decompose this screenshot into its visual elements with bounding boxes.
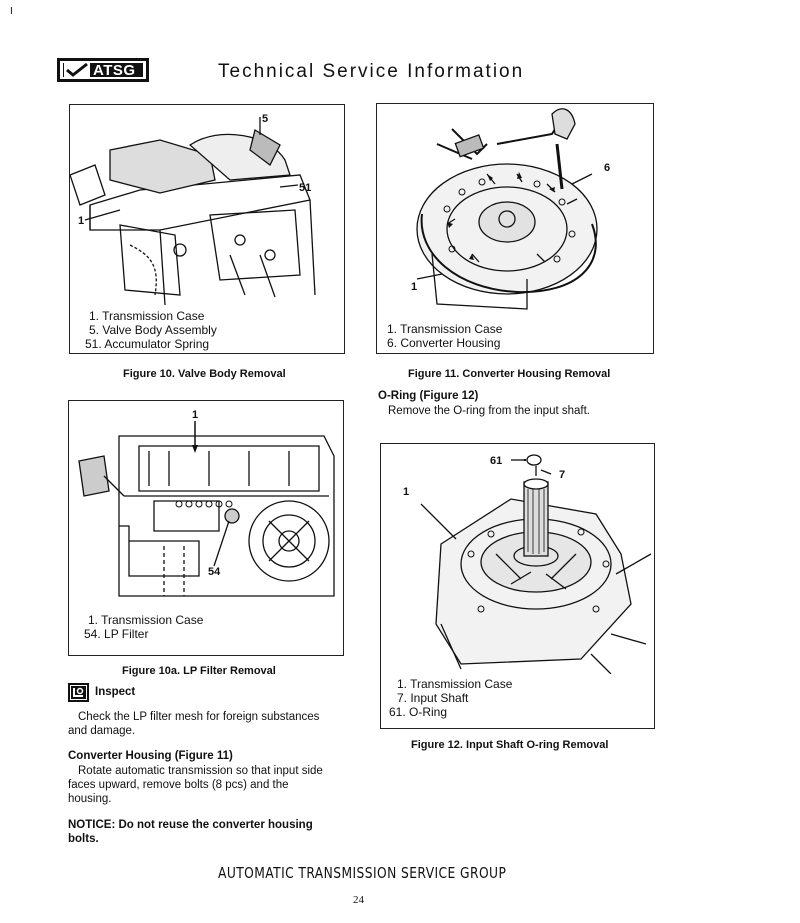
- callout-5: 5: [262, 113, 269, 125]
- legend-item: 1. Transmission Case: [88, 613, 204, 627]
- legend-item: 1. Transmission Case: [387, 322, 503, 336]
- inspect-heading: Inspect: [95, 686, 136, 698]
- notice-line: bolts.: [68, 833, 99, 845]
- legend-item: 54. LP Filter: [84, 627, 149, 641]
- notice-text: NOTICE: Do not reuse the converter housi…: [68, 818, 313, 846]
- input-shaft-illustration: [420, 454, 652, 674]
- oring-heading: O-Ring (Figure 12): [378, 390, 479, 402]
- checkmark-icon: [64, 62, 90, 77]
- inspect-line: and damage.: [68, 725, 136, 737]
- legend-item: 5. Valve Body Assembly: [89, 323, 217, 337]
- lp-filter-illustration: [78, 421, 335, 597]
- figure-10-caption: Figure 10. Valve Body Removal: [123, 368, 286, 380]
- callout-6: 6: [604, 162, 611, 174]
- figure-10a-caption: Figure 10a. LP Filter Removal: [122, 665, 276, 677]
- logo-text: ATSG: [93, 61, 136, 79]
- figure-12-caption: Figure 12. Input Shaft O-ring Removal: [411, 739, 609, 751]
- figure-10-legend: 1. Transmission Case 5. Valve Body Assem…: [85, 309, 217, 351]
- page-title: Technical Service Information: [218, 61, 525, 82]
- figure-12-legend: 1. Transmission Case 7. Input Shaft 61. …: [389, 677, 512, 719]
- valve-body-illustration: [70, 117, 316, 305]
- legend-item: 7. Input Shaft: [397, 691, 469, 705]
- converter-text: Rotate automatic transmission so that in…: [68, 764, 323, 806]
- page-number: 24: [353, 894, 364, 906]
- atsg-logo: ATSG: [57, 58, 149, 82]
- figure-10-box: 5 51 1 1. Transmission Case 5. Valve Bod…: [69, 104, 345, 354]
- callout-1: 1: [192, 409, 199, 421]
- legend-item: 61. O-Ring: [389, 705, 448, 719]
- figure-11-legend: 1. Transmission Case 6. Converter Housin…: [387, 322, 502, 350]
- converter-line: faces upward, remove bolts (8 pcs) and t…: [68, 779, 289, 791]
- callout-54: 54: [208, 566, 221, 578]
- converter-line: housing.: [68, 793, 112, 805]
- figure-10a-legend: 1. Transmission Case 54. LP Filter: [84, 613, 203, 641]
- oring-text: Remove the O-ring from the input shaft.: [388, 405, 590, 417]
- callout-1: 1: [403, 486, 410, 498]
- notice-line: NOTICE: Do not reuse the converter housi…: [68, 819, 313, 831]
- callout-51: 51: [299, 182, 312, 194]
- legend-item: 1. Transmission Case: [397, 677, 513, 691]
- inspect-text: Check the LP filter mesh for foreign sub…: [68, 710, 319, 738]
- figure-12-box: 61 7 1 1. Transmission Case 7. Input Sha…: [380, 443, 655, 729]
- inspect-icon: [68, 683, 89, 702]
- legend-item: 1. Transmission Case: [89, 309, 205, 323]
- callout-1: 1: [411, 281, 418, 293]
- inspect-line: Check the LP filter mesh for foreign sub…: [78, 711, 320, 723]
- figure-11-box: 6 1 1. Transmission Case 6. Converter Ho…: [376, 103, 654, 354]
- legend-item: 6. Converter Housing: [387, 336, 501, 350]
- callout-7: 7: [559, 469, 566, 481]
- page-marker: I: [10, 6, 13, 17]
- converter-housing-illustration: [416, 108, 598, 310]
- callout-1: 1: [78, 215, 85, 227]
- figure-11-caption: Figure 11. Converter Housing Removal: [408, 368, 611, 380]
- callout-61: 61: [490, 455, 503, 467]
- footer-group: AUTOMATIC TRANSMISSION SERVICE GROUP: [218, 864, 507, 882]
- converter-heading: Converter Housing (Figure 11): [68, 750, 233, 762]
- figure-10a-box: 1 54 1. Transmission Case 54. LP Filter: [68, 400, 344, 656]
- legend-item: 51. Accumulator Spring: [85, 337, 210, 351]
- converter-line: Rotate automatic transmission so that in…: [78, 765, 323, 777]
